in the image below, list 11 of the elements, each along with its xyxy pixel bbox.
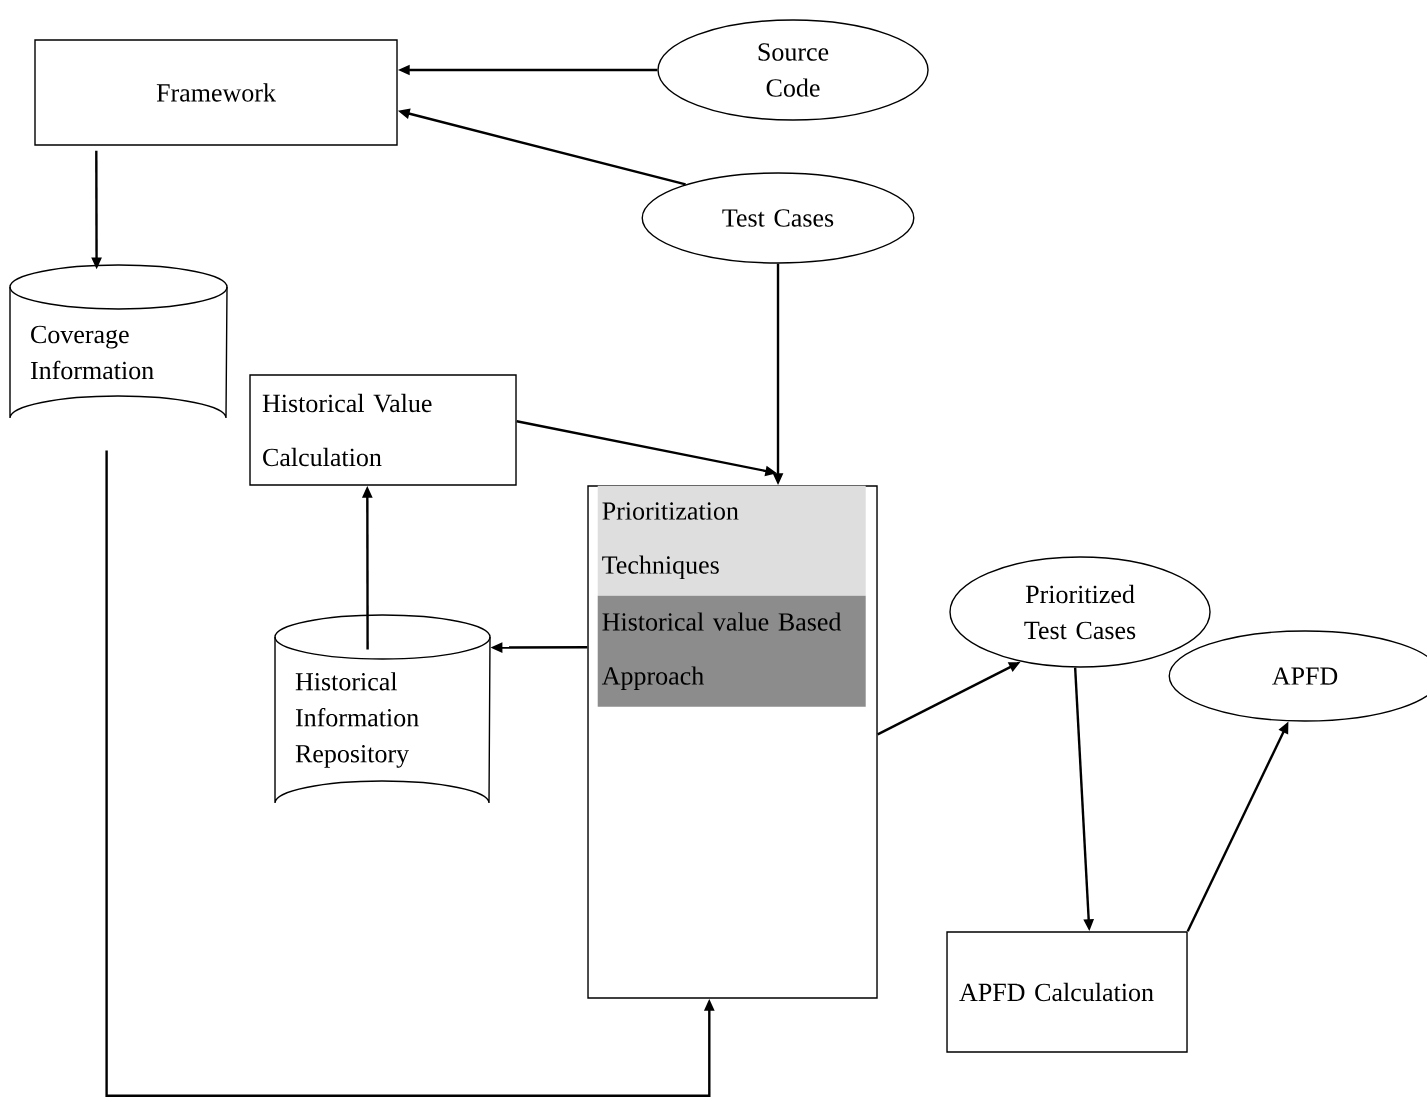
process-box: APFD Calculation [946, 931, 1188, 1053]
node-label: Coverage Information [30, 325, 154, 380]
process-box: Framework [34, 39, 398, 146]
database-cylinder: Coverage Information [9, 264, 228, 419]
process-box [587, 485, 878, 999]
technique-band: Prioritization Techniques [597, 485, 866, 596]
arrow [105, 450, 715, 1097]
database-cylinder: Historical Information Repository [274, 614, 491, 804]
process-box: Historical Value Calculation [249, 374, 517, 486]
node-label: Historical Information Repository [295, 672, 419, 768]
technique-band: Historical value Based Approach [597, 595, 866, 707]
